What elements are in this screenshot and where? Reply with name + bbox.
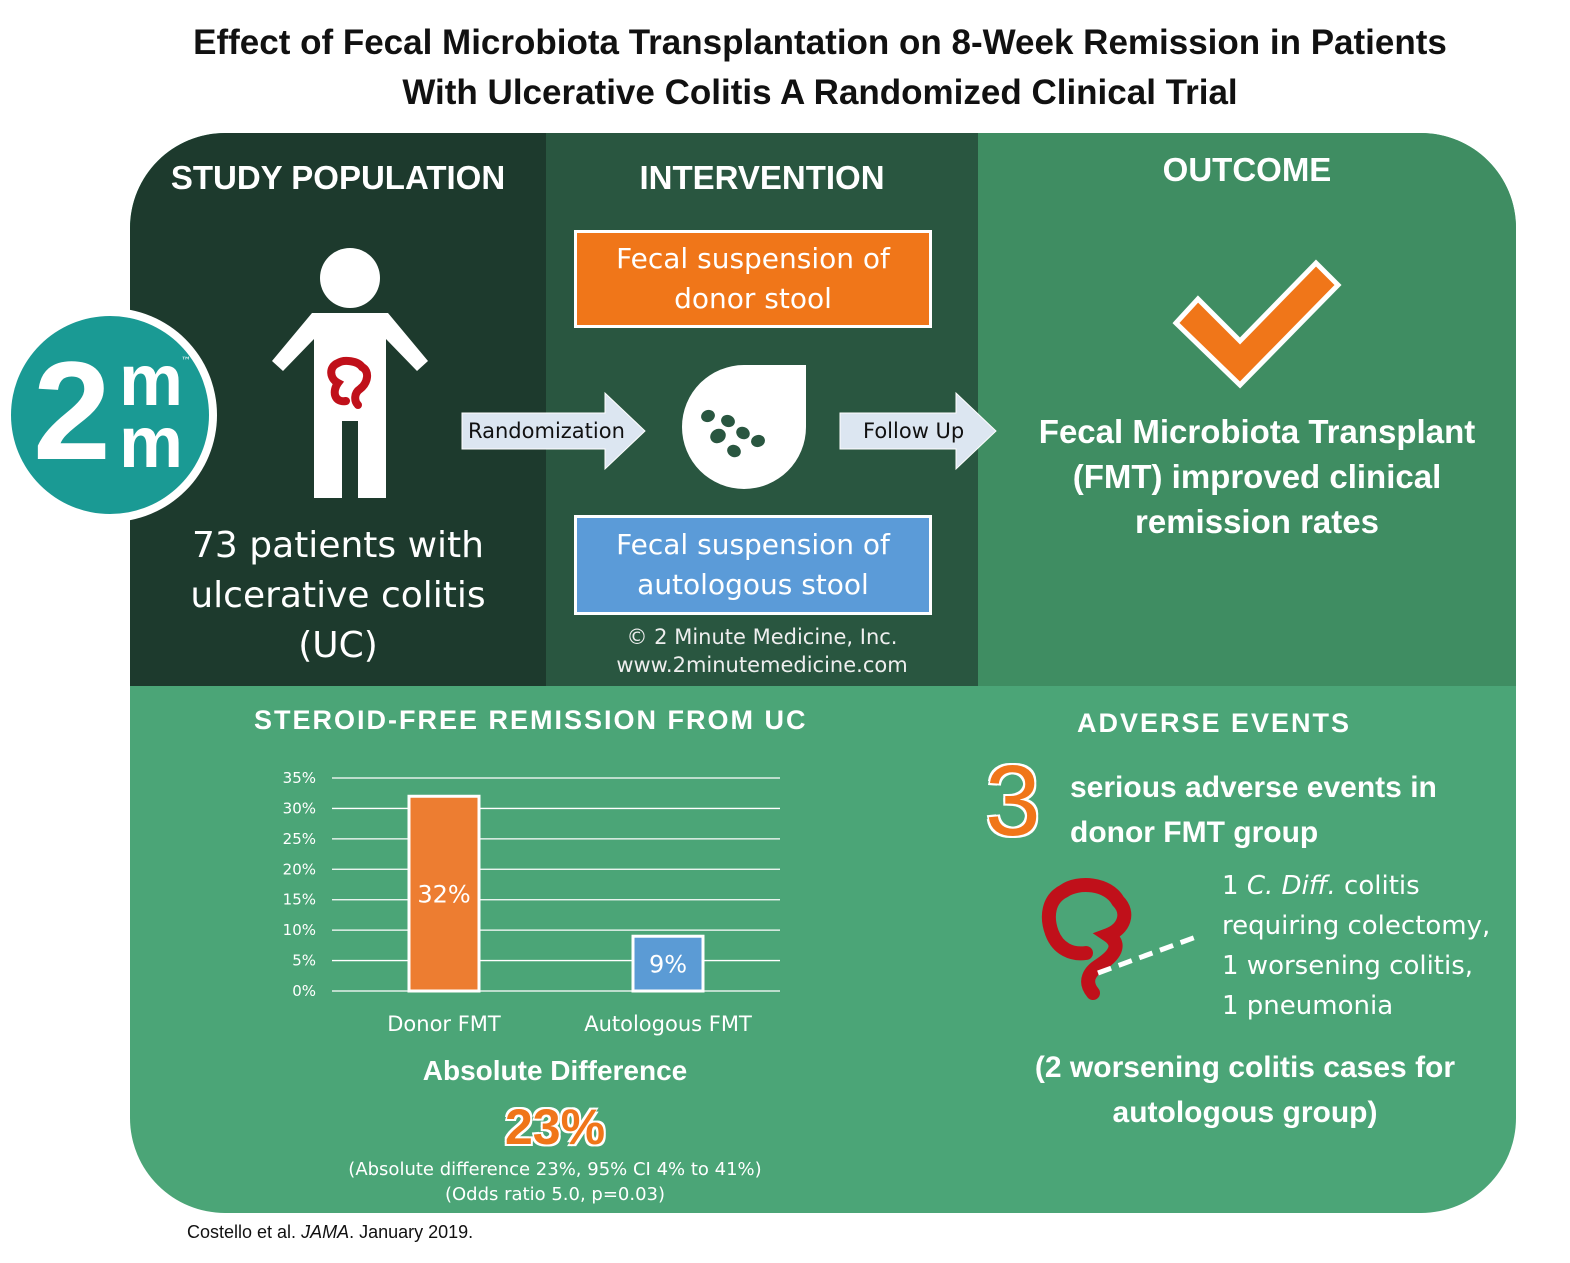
adverse-item-1-line-2: requiring colectomy, [1222,911,1491,941]
adverse-events-heading: ADVERSE EVENTS [1077,708,1352,738]
y-tick-label: 0% [292,982,316,1000]
absolute-difference-value: 23% [504,1099,606,1155]
adverse-item-1-organism: C. Diff. [1246,871,1336,901]
auto-box-line-2: autologous stool [637,568,869,601]
bar-data-label: 9% [649,951,687,979]
logo-m-top: m [119,341,184,421]
odds-ratio-note: (Odds ratio 5.0, p=0.03) [444,1184,666,1205]
adverse-event-summary: serious adverse events in donor FMT grou… [1070,765,1500,855]
adverse-event-count: 3 [985,745,1041,857]
y-tick-label: 35% [283,769,316,787]
copyright-line-1: © 2 Minute Medicine, Inc. [626,625,898,649]
title-line-2: With Ulcerative Colitis A Randomized Cli… [402,73,1238,112]
absolute-difference-label: Absolute Difference [422,1055,688,1086]
logo-digit: 2 [33,332,111,489]
randomization-label: Randomization [468,419,625,443]
2minutemedicine-logo: 2 m m ™ [3,308,217,522]
adverse-item-3: 1 pneumonia [1222,991,1394,1021]
donor-box-line-2: donor stool [674,282,832,315]
bar-data-label: 32% [417,881,470,909]
remission-heading: STEROID-FREE REMISSION FROM UC [254,705,808,735]
autologous-note-line-1: (2 worsening colitis cases for [1034,1051,1456,1084]
outcome-panel: OUTCOME [978,133,1516,686]
y-tick-label: 5% [292,952,316,970]
population-line-2: ulcerative colitis [190,575,486,616]
copyright-notice: © 2 Minute Medicine, Inc. www.2minutemed… [546,623,978,679]
y-tick-label: 30% [283,799,316,817]
adverse-event-list: 1 C. Diff. colitis requiring colectomy, … [1222,866,1516,1026]
population-line-3: (UC) [298,625,378,666]
adverse-item-1: 1 C. Diff. colitis [1222,866,1516,906]
copyright-line-2: www.2minutemedicine.com [616,653,908,677]
citation-authors: Costello et al. [187,1222,302,1242]
fecal-suspension-drop-icon [682,365,806,489]
citation-date: . January 2019. [349,1222,474,1242]
title-line-1: Effect of Fecal Microbiota Transplantati… [193,23,1447,62]
patient-figure-icon [272,248,428,498]
bar [407,794,481,993]
randomization-arrow [461,391,646,471]
adverse-summary-line-2: donor FMT group [1070,816,1319,849]
citation: Costello et al. JAMA. January 2019. [187,1222,473,1243]
outcome-description: Fecal Microbiota Transplant (FMT) improv… [978,409,1516,544]
infographic-card: STUDY POPULATION 73 patients with ulcera… [130,133,1516,1213]
adverse-item-1-count: 1 [1222,871,1247,901]
checkmark-icon [1172,259,1342,389]
citation-journal: JAMA [301,1222,350,1242]
colectomy-colon-icon [1041,878,1197,1000]
donor-stool-box: Fecal suspension of donor stool [574,230,932,328]
y-tick-label: 25% [283,830,316,848]
y-tick-label: 10% [283,921,316,939]
x-category-label: Autologous FMT [584,1012,752,1036]
logo-inner-circle: 2 m m ™ [11,316,209,514]
outcome-line-1: Fecal Microbiota Transplant [1038,413,1476,450]
follow-up-label: Follow Up [863,419,965,443]
outcome-line-2: (FMT) improved clinical [1072,458,1442,495]
x-category-label: Donor FMT [387,1012,501,1036]
outcome-line-3: remission rates [1135,503,1379,540]
intervention-heading: INTERVENTION [639,159,885,196]
logo-m-bottom: m [119,403,184,483]
absolute-difference-note: (Absolute difference 23%, 95% CI 4% to 4… [348,1159,762,1180]
adverse-summary-line-1: serious adverse events in [1070,771,1437,804]
adverse-item-1-rest: colitis [1335,871,1420,901]
page-title: Effect of Fecal Microbiota Transplantati… [120,18,1520,118]
autologous-adverse-note: (2 worsening colitis cases for autologou… [1000,1045,1490,1135]
auto-box-line-1: Fecal suspension of [616,528,890,561]
bar [631,934,705,993]
adverse-item-2: 1 worsening colitis, [1222,951,1474,981]
logo-trademark: ™ [181,356,191,367]
y-tick-label: 20% [283,860,316,878]
intervention-panel: INTERVENTION Fecal suspension of donor s… [546,133,978,686]
outcome-heading: OUTCOME [1162,151,1332,188]
study-population-panel: STUDY POPULATION 73 patients with ulcera… [130,133,546,686]
population-line-1: 73 patients with [192,525,484,566]
autologous-note-line-2: autologous group) [1112,1096,1378,1129]
autologous-stool-box: Fecal suspension of autologous stool [574,515,932,615]
y-tick-label: 15% [283,891,316,909]
study-population-heading: STUDY POPULATION [170,159,506,196]
remission-bar-chart: 0% 5% 10% 15% 20% 25% 30% 35% 32% Donor FMT 9% Auto… [283,769,780,1036]
population-description: 73 patients with ulcerative colitis (UC) [130,521,546,671]
follow-up-arrow [839,391,997,471]
colon-icon [327,356,371,409]
donor-box-line-1: Fecal suspension of [616,242,890,275]
